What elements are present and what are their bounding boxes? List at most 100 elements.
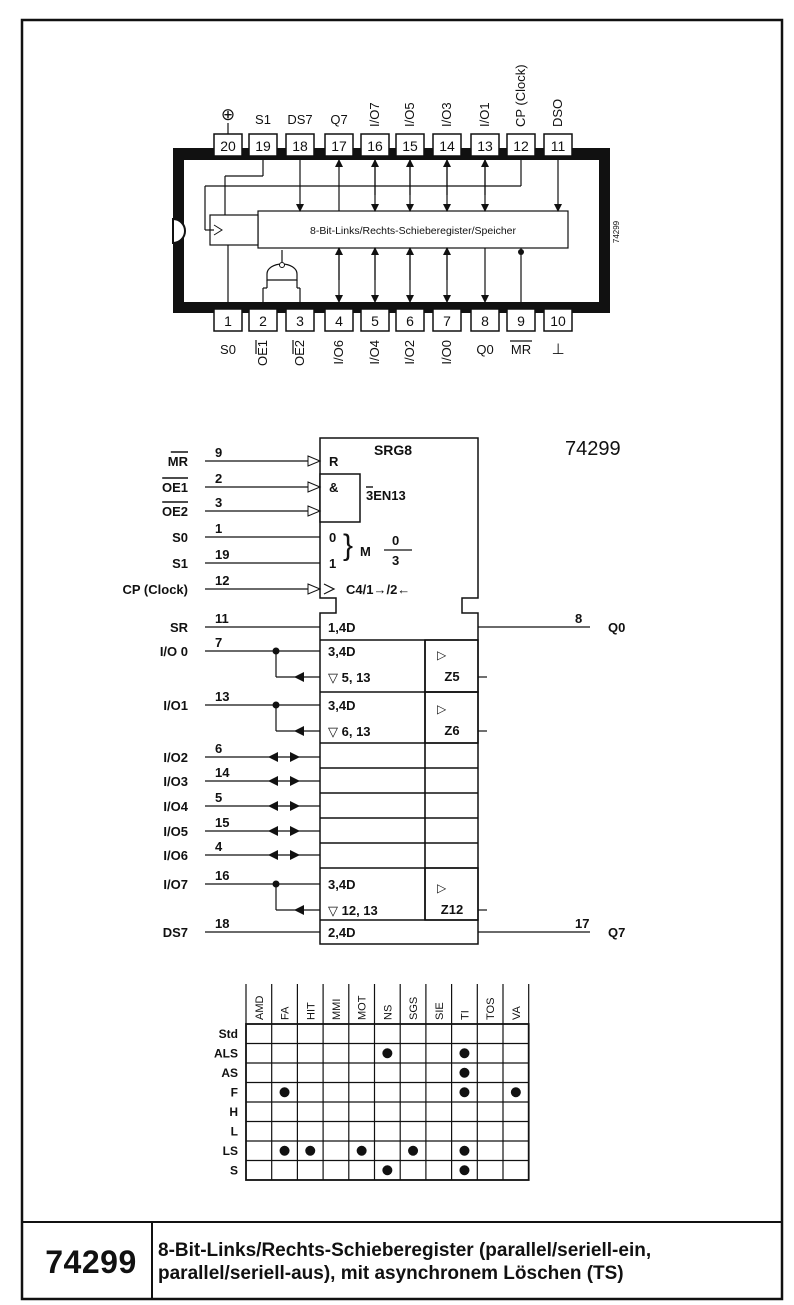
- top-pin-box-17: [324, 133, 354, 157]
- mode-numerator: 0: [392, 533, 399, 548]
- top-pin-box-13: [470, 133, 500, 157]
- top-pin-label-11: DSO: [550, 99, 565, 127]
- top-pin-number-20: 20: [220, 138, 236, 154]
- z-label-1: Z5: [444, 669, 459, 684]
- bottom-pin-box-4: [324, 308, 354, 332]
- bottom-pin-number-4: 4: [335, 313, 343, 329]
- family-row-label-Std: Std: [219, 1027, 238, 1041]
- bottom-pin-label-10: ⊥: [551, 341, 564, 358]
- family-row-label-ALS: ALS: [214, 1047, 238, 1061]
- bottom-pin-label-2: OE1: [255, 340, 270, 366]
- bottom-pin-box-8: [470, 308, 500, 332]
- internal-register-block: [257, 210, 569, 249]
- availability-dot-LS-MOT: [356, 1145, 367, 1156]
- output-pin-number-0: 8: [575, 611, 582, 626]
- footer-part-number: 74299: [45, 1243, 137, 1280]
- ic-package-diagram: 8-Bit-Links/Rechts-Schieberegister/Speic…: [172, 64, 621, 366]
- top-pin-box-14: [432, 133, 462, 157]
- ctrl-pin-number-0: 9: [215, 445, 222, 460]
- internal-register-label: 8-Bit-Links/Rechts-Schieberegister/Speic…: [310, 225, 517, 237]
- bottom-pin-number-2: 2: [259, 313, 267, 329]
- bottom-pin-label-5: I/O4: [367, 340, 382, 365]
- top-pin-box-18: [285, 133, 315, 157]
- manufacturer-header-MMI: MMI: [331, 999, 343, 1020]
- bidir-arrow-left-5: [268, 801, 278, 811]
- bidir-arrow-right-4: [290, 776, 300, 786]
- ctrl-input-label-1: OE1: [162, 480, 188, 495]
- top-pin-box-19: [248, 133, 278, 157]
- bottom-pin-label-4: I/O6: [331, 340, 346, 365]
- ctrl-pin-number-5: 12: [215, 573, 229, 588]
- ctrl-input-label-2: OE2: [162, 504, 188, 519]
- top-pin-label-17: Q7: [330, 112, 347, 127]
- data-input-label-5: I/O4: [163, 799, 188, 814]
- top-pin-label-16: I/O7: [367, 102, 382, 127]
- footer-description-line-1: 8-Bit-Links/Rechts-Schieberegister (para…: [158, 1240, 652, 1261]
- bottom-pin-number-7: 7: [443, 313, 451, 329]
- data-pin-number-8: 16: [215, 868, 229, 883]
- bottom-pin-number-5: 5: [371, 313, 379, 329]
- ctrl-input-label-0: MR: [168, 454, 189, 469]
- bottom-pin-label-8: Q0: [476, 342, 493, 357]
- bidir-arrow-right-7: [290, 850, 300, 860]
- manufacturer-header-NS: NS: [382, 1005, 394, 1020]
- ctrl-negation-1: [307, 481, 322, 493]
- z-tri-symbol-2: ▷: [437, 702, 447, 716]
- branch-arrow-8: [294, 905, 304, 915]
- bottom-pin-label-7: I/O0: [439, 340, 454, 365]
- ctrl-inner-label-4: 1: [329, 556, 336, 571]
- family-row-label-AS: AS: [221, 1066, 238, 1080]
- family-row-label-S: S: [230, 1164, 238, 1178]
- data-inner-label-8: 3,4D: [328, 877, 355, 892]
- data-pin-number-1: 7: [215, 635, 222, 650]
- bottom-pin-label-3: OE2: [292, 340, 307, 366]
- branch-arrow-1: [294, 672, 304, 682]
- family-row-label-L: L: [231, 1125, 238, 1139]
- mode-label: M: [360, 544, 371, 559]
- bidir-arrow-left-4: [268, 776, 278, 786]
- availability-dot-LS-SGS: [408, 1145, 419, 1156]
- ctrl-pin-number-4: 19: [215, 547, 229, 562]
- internal-control-block: [209, 214, 259, 246]
- bottom-pin-label-1: S0: [220, 342, 236, 357]
- data-inner-label-0: 1,4D: [328, 620, 355, 635]
- family-row-label-LS: LS: [223, 1144, 238, 1158]
- top-pin-number-13: 13: [477, 138, 493, 154]
- data-input-label-6: I/O5: [163, 824, 188, 839]
- data-input-label-8: I/O7: [163, 877, 188, 892]
- bottom-pin-number-10: 10: [550, 313, 566, 329]
- ctrl-input-label-5: CP (Clock): [123, 582, 189, 597]
- manufacturer-header-VA: VA: [511, 1005, 523, 1020]
- data-pin-number-2: 13: [215, 689, 229, 704]
- z-label-8: Z12: [441, 902, 463, 917]
- data-inner-label2-1: ▽ 5, 13: [328, 670, 371, 685]
- top-pin-label-13: I/O1: [477, 102, 492, 127]
- package-side-code: 74299: [612, 220, 621, 243]
- bidir-arrow-right-5: [290, 801, 300, 811]
- bottom-pin-box-2: [248, 308, 278, 332]
- top-pin-label-19: S1: [255, 112, 271, 127]
- data-pin-number-3: 6: [215, 741, 222, 756]
- top-pin-label-14: I/O3: [439, 102, 454, 127]
- manufacturer-header-FA: FA: [280, 1006, 292, 1020]
- ctrl-input-label-4: S1: [172, 556, 188, 571]
- data-inner-label2-8: ▽ 12, 13: [328, 903, 378, 918]
- top-pin-label-20: ⊕: [221, 105, 235, 124]
- branch-arrow-2: [294, 726, 304, 736]
- bidir-arrow-left-7: [268, 850, 278, 860]
- z-label-2: Z6: [444, 723, 459, 738]
- top-pin-number-15: 15: [402, 138, 418, 154]
- data-input-label-2: I/O1: [163, 698, 188, 713]
- data-pin-number-0: 11: [215, 611, 229, 626]
- manufacturer-header-TOS: TOS: [485, 998, 497, 1020]
- manufacturer-header-TI: TI: [459, 1010, 471, 1020]
- z5-block: [424, 639, 479, 693]
- data-input-label-4: I/O3: [163, 774, 188, 789]
- srg8-outline: [319, 437, 479, 945]
- bottom-pin-number-3: 3: [296, 313, 304, 329]
- data-input-label-3: I/O2: [163, 750, 188, 765]
- bottom-pin-label-9: MR: [511, 342, 531, 357]
